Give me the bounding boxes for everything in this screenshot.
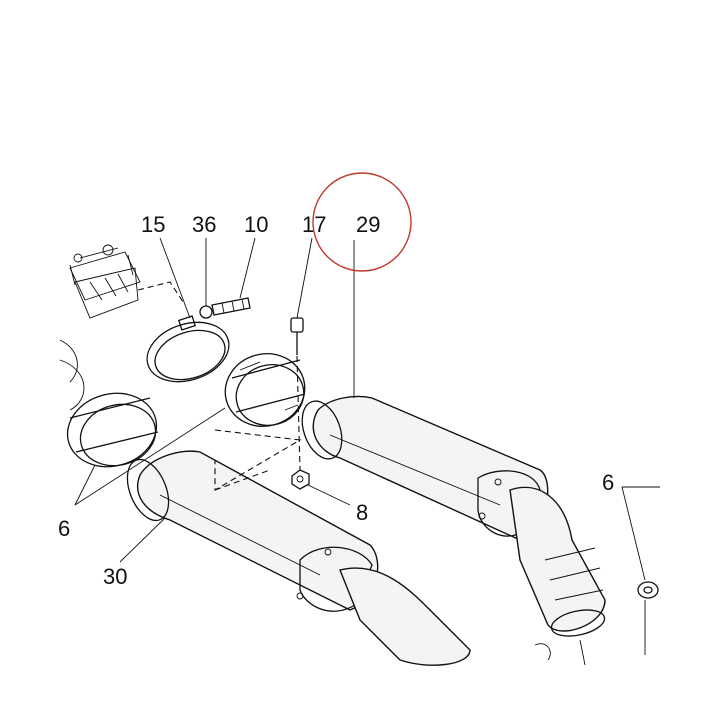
callout-6-right: 6 — [602, 470, 614, 495]
callout-10: 10 — [244, 212, 268, 237]
washer-6-right — [534, 581, 659, 666]
upper-clamp-assembly — [146, 297, 251, 383]
bolt-17 — [290, 317, 304, 471]
callout-30: 30 — [103, 564, 127, 589]
sleeve-ring-left — [59, 339, 159, 468]
leader-lines — [74, 237, 660, 581]
muffler-29 — [301, 395, 606, 637]
muffler-30 — [126, 450, 471, 666]
highlight-circle — [312, 172, 412, 272]
callout-15: 15 — [141, 212, 165, 237]
callout-17: 17 — [302, 212, 326, 237]
callout-36: 36 — [192, 212, 216, 237]
nut-8 — [291, 469, 310, 490]
callout-29: 29 — [356, 212, 380, 237]
assembly-guide-lines — [214, 429, 302, 491]
sleeve-ring-center — [224, 353, 306, 427]
bracket-inset-detail — [69, 244, 186, 319]
callout-6-left: 6 — [58, 516, 70, 541]
callout-8: 8 — [356, 500, 368, 525]
